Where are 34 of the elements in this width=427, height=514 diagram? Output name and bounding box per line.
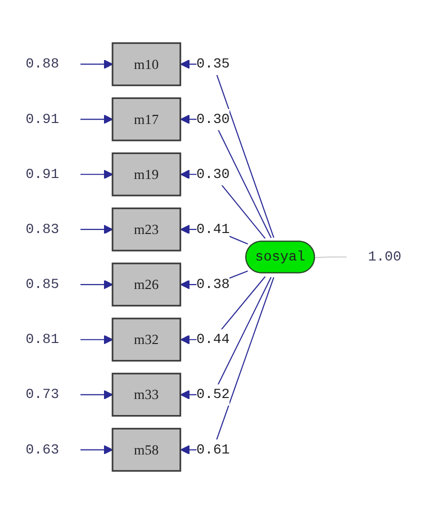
edge-label: 0.52 <box>196 386 230 402</box>
node-box: m10 <box>112 42 182 86</box>
connector <box>314 256 347 258</box>
node-box: m17 <box>112 97 182 142</box>
node-box: m58 <box>112 428 182 472</box>
arrow <box>80 334 113 344</box>
node-box: m23 <box>112 208 182 252</box>
arrow <box>80 445 113 454</box>
edge-label: 0.38 <box>196 276 230 292</box>
arrow <box>80 224 113 234</box>
node-text: 0.63 <box>26 441 60 458</box>
node-text: 0.85 <box>26 276 60 292</box>
arrow <box>80 60 113 69</box>
edge-label: 0.61 <box>196 441 230 458</box>
node-text: 1.00 <box>368 248 402 265</box>
edge-label: 0.44 <box>196 331 230 348</box>
node-text: 0.91 <box>26 166 60 182</box>
node-text: 0.73 <box>26 386 60 402</box>
node-box: m33 <box>112 372 182 417</box>
edge-label: 0.41 <box>196 221 230 238</box>
node-text: 0.81 <box>26 331 60 348</box>
node-box: m32 <box>112 318 182 362</box>
node-text: 0.88 <box>26 56 60 72</box>
edge-label: 0.30 <box>196 111 230 128</box>
node-box: m26 <box>112 262 182 306</box>
node-text: 0.91 <box>26 111 60 128</box>
node-text: 0.83 <box>26 221 60 238</box>
arrow <box>80 280 113 290</box>
arrow <box>80 170 113 180</box>
arrow <box>80 114 113 124</box>
edge-label: 0.35 <box>196 56 230 72</box>
arrow <box>80 390 113 400</box>
edge-label: 0.30 <box>196 166 230 182</box>
node-box: m19 <box>112 152 182 196</box>
